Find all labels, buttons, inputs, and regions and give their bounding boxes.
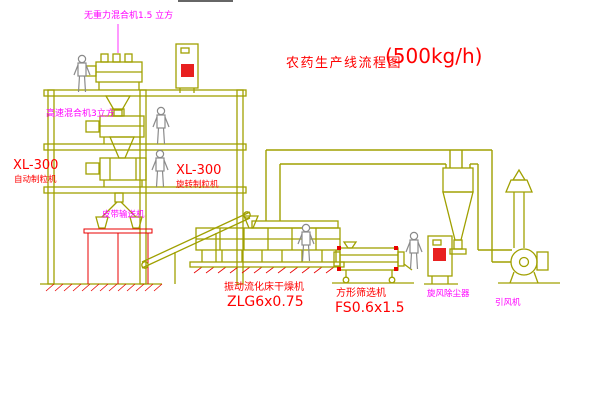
ground-hatch-dryer (193, 266, 335, 274)
belt-conveyor-label: 皮带输送机 (102, 210, 145, 220)
sieve-model-label: FS0.6x1.5 (335, 300, 405, 316)
dryer-model-label: ZLG6x0.75 (227, 294, 304, 310)
granulator (85, 157, 147, 229)
induced-fan (509, 248, 549, 284)
cyclone-label: 旋风除尘器 (427, 289, 470, 299)
high-speed-mixer-label: 高速混合机3立方 (46, 109, 115, 119)
power-indicator (181, 64, 194, 77)
sieve-machine (333, 241, 413, 284)
dryer-name-label: 振动流化床干燥机 (224, 282, 304, 293)
person-figure-roof (73, 54, 91, 93)
induced-fan-label: 引风机 (495, 298, 521, 308)
drawing-title: 农药生产线流程图 (286, 56, 403, 71)
person-figure-floor2 (152, 106, 170, 145)
ground-hatch-building (45, 283, 163, 292)
top-mixer-label: 无重力混合机1.5 立方 (84, 11, 174, 21)
person-figure-floor3 (151, 149, 169, 188)
discharge-stand (83, 228, 153, 284)
power-indicator (433, 248, 446, 261)
granulator-left-name-label: 自动制粒机 (14, 175, 57, 185)
sieve-name-label: 方形筛选机 (336, 288, 386, 299)
drawing-capacity: (500kg/h) (385, 44, 483, 68)
top-mixer (83, 53, 143, 117)
granulator-mid-name-label: 旋转制粒机 (176, 180, 219, 190)
granulator-mid-model-label: XL-300 (176, 163, 222, 178)
fluid-bed-dryer (189, 215, 345, 268)
control-cabinet-1 (175, 43, 199, 93)
exhaust-stack (505, 168, 533, 248)
exhaust-duct (265, 149, 512, 263)
person-figure-sieve (405, 231, 423, 270)
person-figure-dryer (297, 223, 315, 262)
control-cabinet-2 (427, 235, 453, 284)
sieve-spring-mounts (337, 246, 398, 271)
cyclone-separator (442, 167, 474, 255)
granulator-left-model-label: XL-300 (13, 158, 59, 173)
